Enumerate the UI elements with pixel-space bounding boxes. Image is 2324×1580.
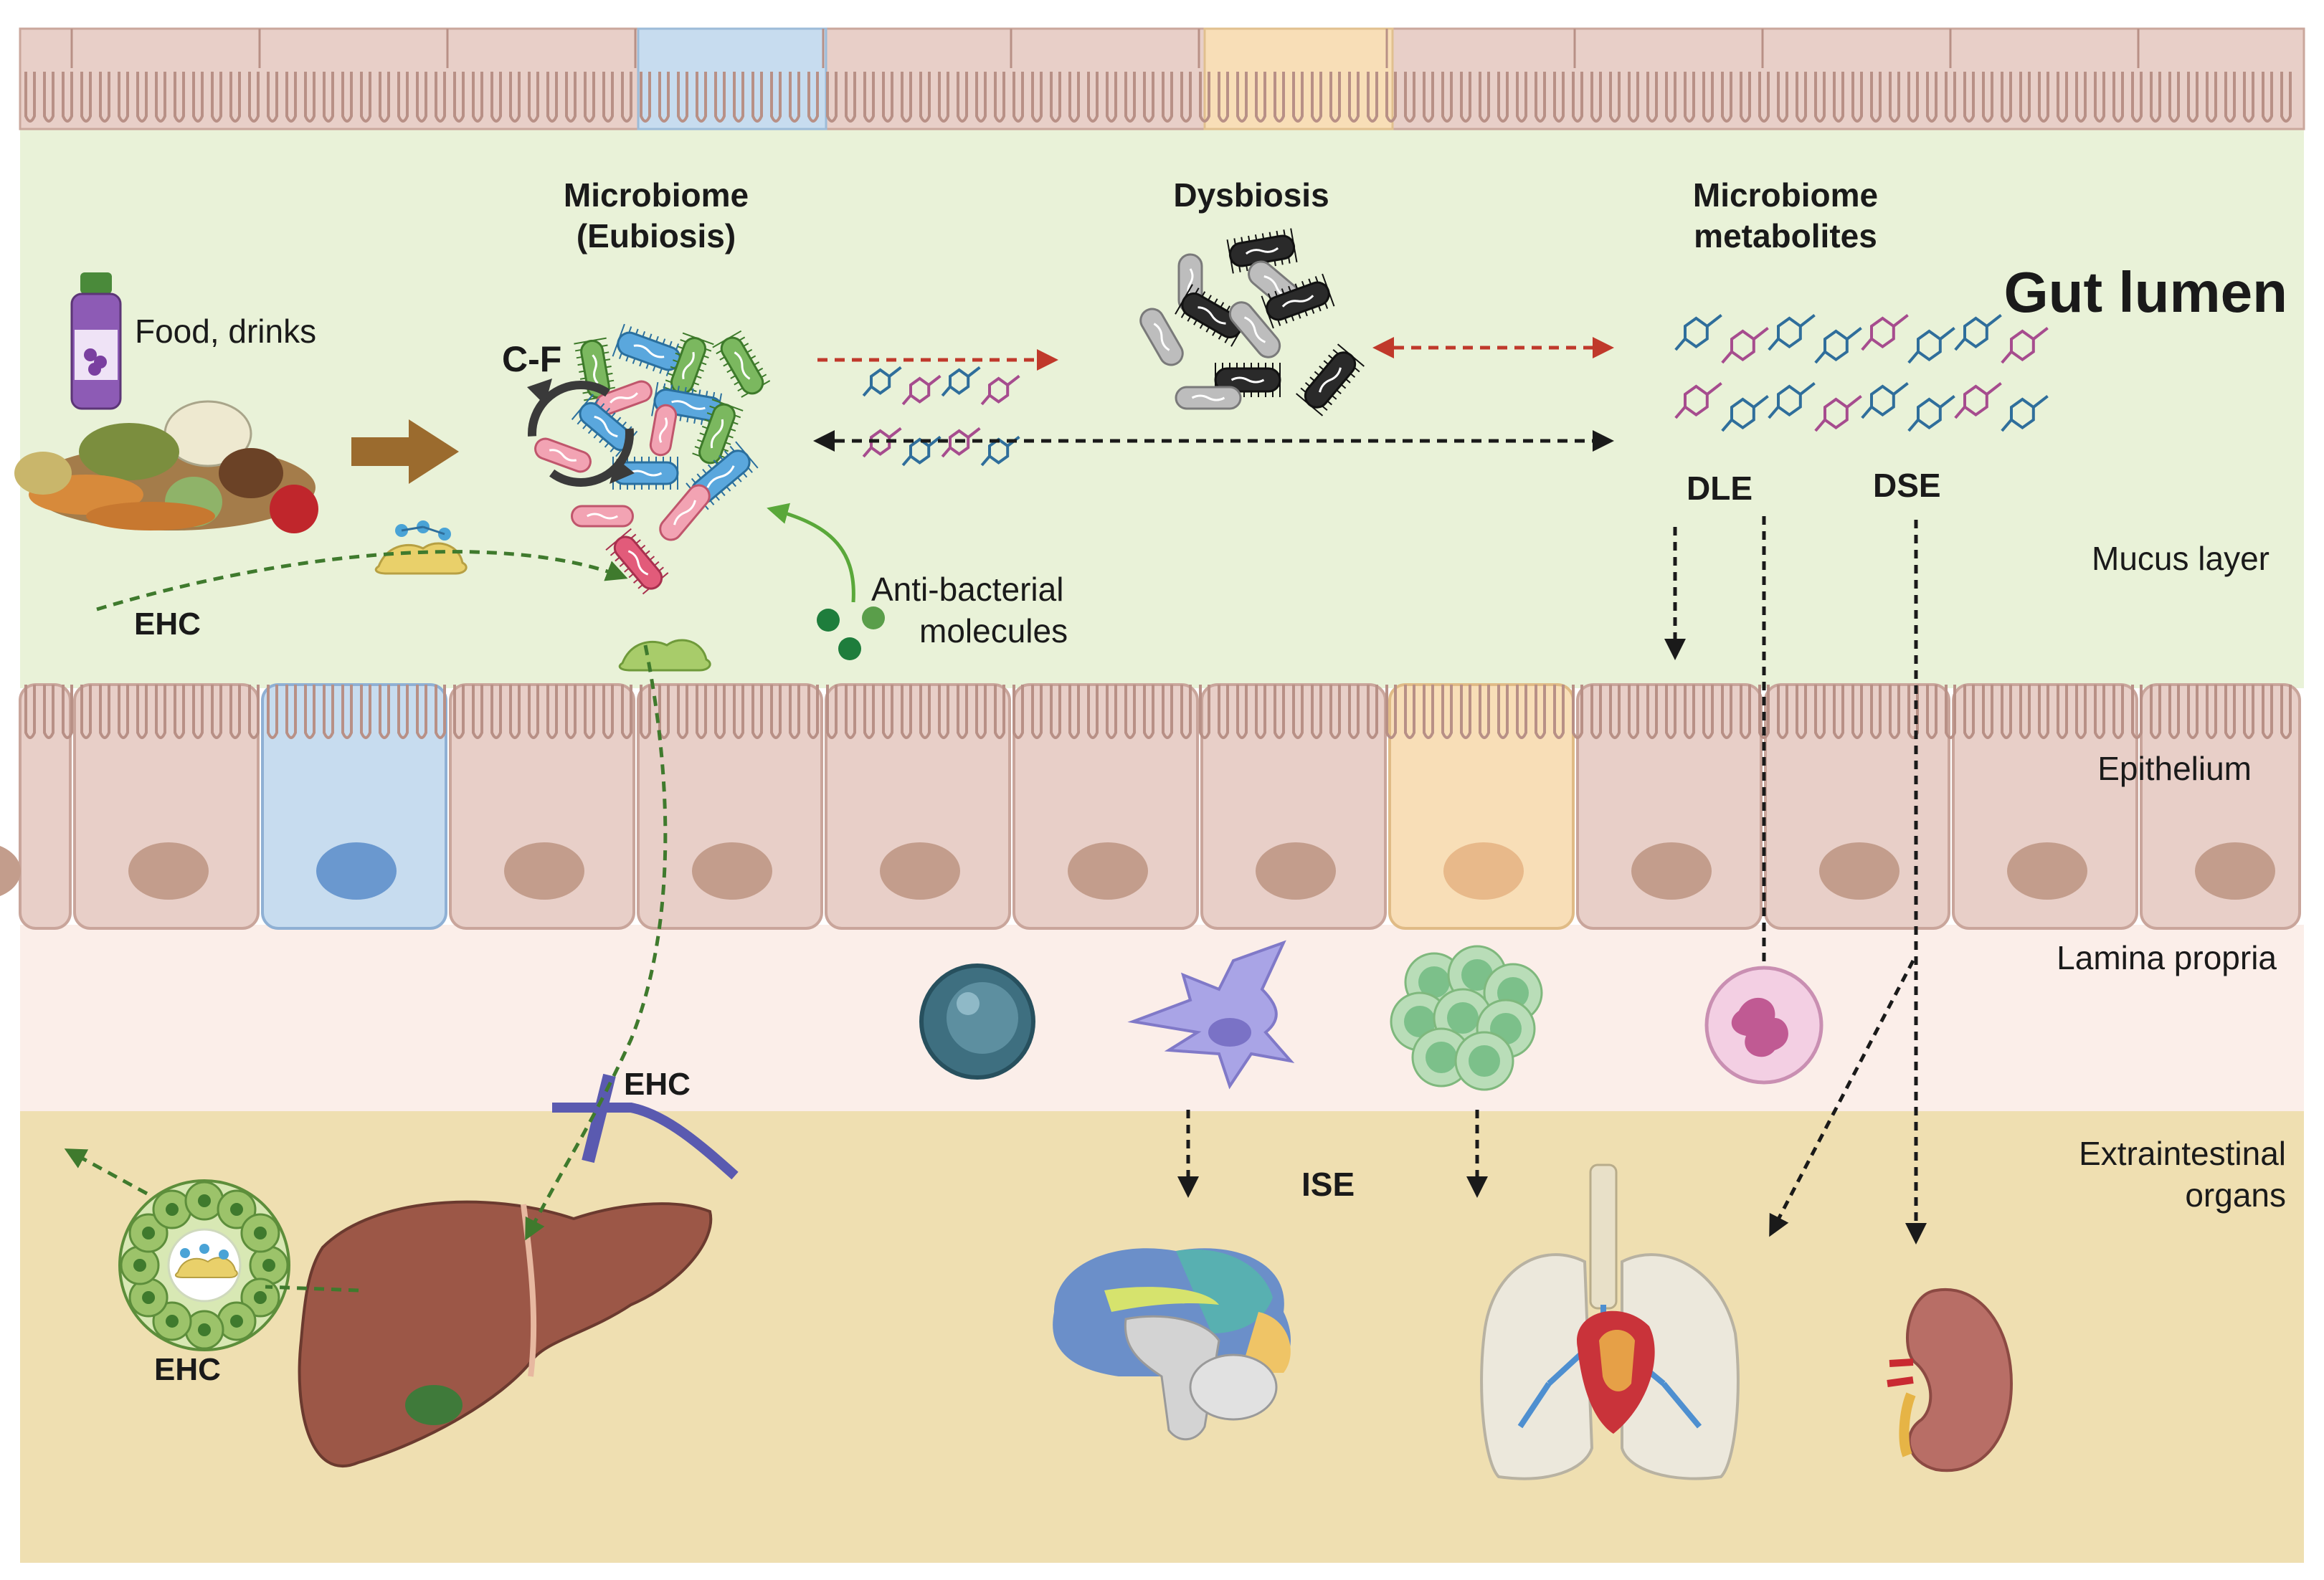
hepatocyte-acinus-icon — [118, 1179, 290, 1351]
brain-icon — [1053, 1248, 1291, 1441]
antibacterial-arrow — [767, 503, 855, 603]
dysbiosis-title: Dysbiosis — [1173, 176, 1329, 214]
lymphocyte-icon — [919, 963, 1035, 1080]
dle-label: DLE — [1687, 470, 1753, 507]
cf-cycle-icon — [527, 379, 635, 487]
microbiome-title: Microbiome (Eubiosis) — [564, 176, 749, 254]
epithelium-layer — [0, 683, 2301, 930]
ise-label: ISE — [1301, 1166, 1355, 1203]
dse-label: DSE — [1873, 467, 1941, 504]
ehc-gut-to-liver-arrow — [525, 644, 668, 1241]
svg-text:molecules: molecules — [919, 612, 1068, 649]
ehc-label-acinus: EHC — [154, 1352, 221, 1387]
ehc-label-lumen: EHC — [134, 606, 201, 642]
antibacterial-molecule-icon — [817, 606, 885, 660]
svg-text:Microbiome: Microbiome — [1693, 176, 1878, 214]
food-to-microbiome-arrow — [351, 419, 459, 484]
svg-text:Microbiome: Microbiome — [564, 176, 749, 214]
svg-text:(Eubiosis): (Eubiosis) — [577, 217, 736, 254]
dysbiosis-bacteria-icon — [1139, 228, 1365, 417]
mucus-layer-label: Mucus layer — [2092, 540, 2270, 577]
dse-to-lungs-arrow — [1769, 959, 1915, 1237]
svg-text:metabolites: metabolites — [1694, 217, 1877, 254]
epithelium-label: Epithelium — [2097, 750, 2252, 787]
svg-text:Extraintestinal: Extraintestinal — [2079, 1135, 2286, 1172]
lungs-heart-icon — [1480, 1163, 1740, 1480]
cf-label: C-F — [502, 339, 561, 379]
liver-icon — [298, 1200, 713, 1468]
plasma-cell-cluster-icon — [1390, 945, 1543, 1091]
ehc-lumen-arrow — [96, 550, 628, 611]
food-label: Food, drinks — [135, 313, 316, 350]
acinus-outward-arrow — [64, 1148, 148, 1196]
neutrophil-icon — [1704, 966, 1823, 1085]
extraintestinal-label: Extraintestinal organs — [2079, 1135, 2286, 1214]
lamina-propria-label: Lamina propria — [2057, 939, 2277, 976]
svg-text:organs: organs — [2185, 1176, 2286, 1214]
bile-acid-lower-icon — [618, 639, 711, 672]
ehc-label-portal: EHC — [624, 1067, 691, 1102]
antibacterial-label: Anti-bacterial molecules — [871, 571, 1068, 649]
dendritic-cell-icon — [1127, 940, 1295, 1090]
food-pile-icon — [14, 400, 318, 533]
juice-bottle-icon — [70, 272, 122, 410]
kidney-icon — [1887, 1288, 2014, 1472]
gut-lumen-label: Gut lumen — [2003, 260, 2287, 324]
bacteria-cluster-icon — [534, 323, 771, 595]
metabolite-molecules-icon — [1674, 314, 2049, 432]
svg-text:Anti-bacterial: Anti-bacterial — [871, 571, 1063, 608]
liver-to-acinus-arrow — [265, 1285, 359, 1293]
top-epithelium-strip — [19, 27, 2305, 130]
metabolites-title: Microbiome metabolites — [1693, 176, 1878, 254]
